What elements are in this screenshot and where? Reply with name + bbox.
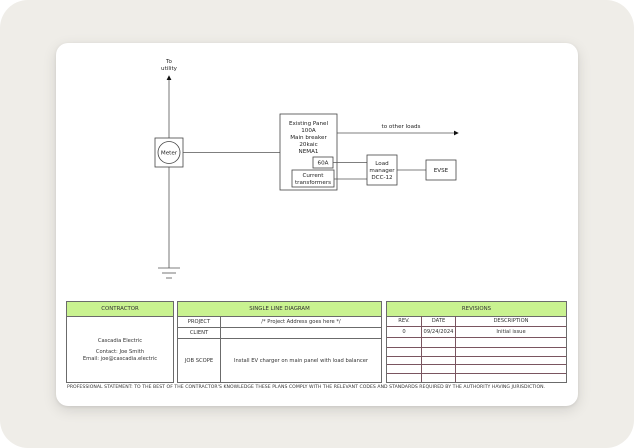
sld-client-label: CLIENT [189,330,209,336]
sld-job-scope-label: JOB SCOPE [184,357,214,364]
utility-label-line1: To [165,59,172,65]
revisions-block: REVISIONS REV. DATE DESCRIPTION 0 09/24/… [386,301,567,383]
single-line-diagram: To utility Meter Existing Pa [154,59,459,279]
meter-symbol: Meter [154,137,184,168]
contractor-contact: Contact: Joe Smith [95,349,145,355]
revisions-col-description: DESCRIPTION [493,318,529,324]
panel-line-1: Existing Panel [289,121,328,127]
contractor-email: Email: joe@cascadia.electric [82,356,158,362]
panel-line-3: Main breaker [290,135,327,141]
revisions-col-rev: REV. [398,318,410,324]
professional-statement: PROFESSIONAL STATEMENT: TO THE BEST OF T… [67,385,546,390]
contractor-block: CONTRACTOR Cascadia Electric Contact: Jo… [66,301,174,383]
load-manager-line-3: DCC-12 [371,175,392,181]
load-manager-line-2: manager [369,168,395,174]
revisions-col-date: DATE [431,318,446,324]
evse: EVSE [425,159,457,181]
sld-header: SINGLE LINE DIAGRAM [178,302,381,317]
sld-job-scope-value: Install EV charger on main panel with lo… [233,357,369,364]
breaker-label: 60A [318,161,329,167]
single-line-diagram-block: SINGLE LINE DIAGRAM PROJECT /* Project A… [177,301,382,383]
revision-rev: 0 [402,329,406,335]
drawing-sheet: To utility Meter Existing Pa [56,43,578,406]
contractor-header: CONTRACTOR [67,302,173,317]
current-transformers-box [291,169,335,188]
revision-description: Initial issue [496,329,526,335]
other-loads-label: to other loads [382,124,421,130]
utility-label-line2: utility [161,66,178,72]
sld-project-label: PROJECT [187,318,211,325]
revisions-header: REVISIONS [387,302,566,317]
evse-label: EVSE [434,168,449,174]
meter-label: Meter [161,151,178,157]
panel-line-2: 100A [301,128,316,134]
contractor-company: Cascadia Electric [97,338,143,344]
sld-client-value [221,328,381,338]
revision-date: 09/24/2024 [423,329,454,335]
panel-line-4: 20kaic [299,142,317,148]
existing-panel: Existing Panel 100A Main breaker 20kaic … [279,113,338,191]
panel-line-5: NEMA1 [299,149,319,155]
load-manager-line-1: Load [375,161,389,167]
ground-icon [158,267,180,279]
ct-line-2: transformers [295,180,331,186]
sld-project-value: /* Project Address goes here */ [261,318,341,325]
ct-line-1: Current [302,173,324,179]
load-manager: Load manager DCC-12 [366,154,398,186]
